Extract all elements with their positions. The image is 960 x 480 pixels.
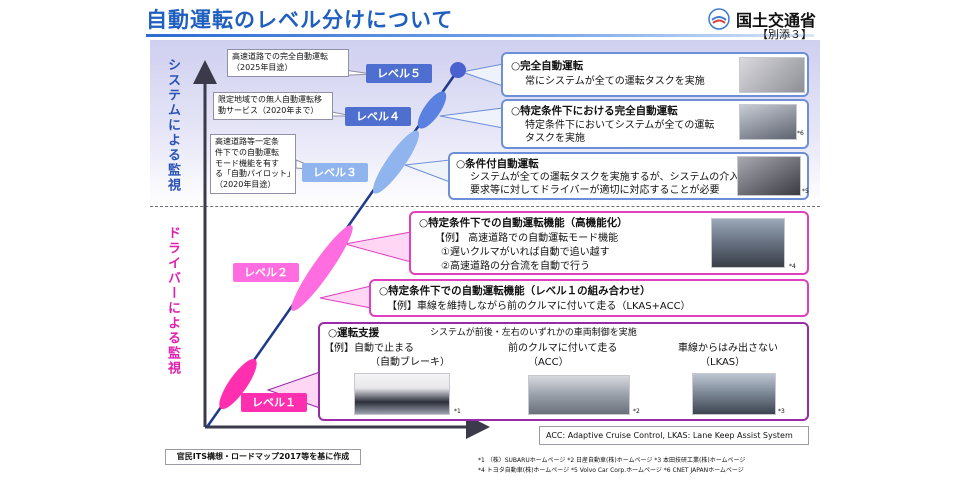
level1-combined-example: 【例】車線を維持しながら前のクルマに付いて走る（LKAS+ACC） <box>387 301 691 312</box>
level4-description: タスクを実施 <box>525 133 585 144</box>
ministry-name: 国土交通省 <box>736 11 817 30</box>
level3-footnote: *5 <box>802 188 809 195</box>
title-underline <box>146 34 814 37</box>
pointer-level4 <box>439 107 504 129</box>
level4-shape <box>417 91 447 129</box>
source-note: 官民ITS構想・ロードマップ2017等を基に作成 <box>165 449 361 465</box>
acc-photo <box>528 375 630 415</box>
pointer-level5 <box>460 63 504 87</box>
system-monitoring-label: システムによる監視 <box>165 58 180 193</box>
level5-photo <box>739 57 805 93</box>
level5-description: 常にシステムが全ての運転タスクを実施 <box>525 76 705 87</box>
level3-shape <box>372 130 420 194</box>
level1-box: ○運転支援 システムが前後・左右のいずれかの車両制御を実施 【例】自動で止まる … <box>318 322 809 421</box>
level2-shape <box>291 225 353 311</box>
lkas-footnote: *3 <box>778 408 785 415</box>
level2-example: 【例】 高速道路での自動運転モード機能 <box>435 233 619 244</box>
level1-combined-heading: ○特定条件下での自動運転機能（レベル１の組み合わせ） <box>379 285 651 297</box>
level4-badge: レベル４ <box>345 107 411 126</box>
level2-box: ○特定条件下での自動運転機能（高機能化） 【例】 高速道路での自動運転モード機能… <box>409 211 809 275</box>
callout-text: る「自動パイロット」 <box>215 169 295 179</box>
pointer-level2 <box>344 231 412 263</box>
level3-photo <box>737 156 801 196</box>
abbreviation-legend: ACC: Adaptive Cruise Control, LKAS: Lane… <box>539 426 809 445</box>
level1-example-acc: 前のクルマに付いて走る <box>508 343 618 354</box>
ministry-header: 国土交通省 <box>708 6 816 32</box>
pointer-level3 <box>404 159 451 183</box>
level4-box: ○特定条件下における完全自動運転 特定条件下においてシステムが全ての運転 タスク… <box>501 99 809 149</box>
level1-example-lkas: 車線からはみ出さない <box>678 343 778 354</box>
pointer-level1b <box>319 285 372 309</box>
brake-footnote: *1 <box>454 408 461 415</box>
ministry-logo-icon <box>708 8 730 30</box>
level5-heading: ○完全自動運転 <box>511 60 584 72</box>
level3-box: ○条件付自動運転 システムが全ての運転タスクを実施するが、システムの介入 要求等… <box>448 152 809 200</box>
level1-shape <box>219 358 257 410</box>
brake-photo <box>354 373 450 415</box>
annex-label: 【別添３】 <box>757 28 812 41</box>
level4-footnote: *6 <box>797 130 804 137</box>
page-title: 自動運転のレベル分けについて <box>146 8 454 32</box>
callout-text: 高速道路での完全自動運転 <box>232 52 328 61</box>
level4-heading: ○特定条件下における完全自動運転 <box>511 105 678 117</box>
level2-footnote: *4 <box>789 263 796 270</box>
level1-example-lkas-sub: （LKAS） <box>700 357 746 368</box>
level1-heading: ○運転支援 <box>328 327 380 339</box>
callout-text: （2020年目途） <box>215 180 276 190</box>
callout-text: （2025年目途） <box>232 62 293 72</box>
level4-photo <box>739 104 797 140</box>
acc-footnote: *2 <box>633 408 640 415</box>
level3-badge: レベル３ <box>302 163 368 182</box>
callout-text: 限定地域での無人自動運転移 <box>218 95 322 104</box>
photo-credits: *4 トヨタ自動車(株)ホームページ *5 Volvo Car Corp.ホーム… <box>478 467 744 474</box>
level3-description: システムが全ての運転タスクを実施するが、システムの介入 <box>470 172 740 183</box>
level1-badge: レベル１ <box>241 393 307 412</box>
level1-example-acc-sub: （ACC） <box>528 357 569 368</box>
level2-heading: ○特定条件下での自動運転機能（高機能化） <box>419 217 628 229</box>
level5-dot <box>450 62 466 78</box>
level5-box: ○完全自動運転 常にシステムが全ての運転タスクを実施 <box>501 52 809 97</box>
photo-credits: *1 （株）SUBARUホームページ *2 日産自動車(株)ホームページ *3 … <box>478 457 746 464</box>
level2-example: ①遅いクルマがいれば自動で追い越す <box>441 247 610 258</box>
level1-combined-box: ○特定条件下での自動運転機能（レベル１の組み合わせ） 【例】車線を維持しながら前… <box>369 279 809 317</box>
level2-badge: レベル２ <box>233 263 299 282</box>
callout-level4-target: 限定地域での無人自動運転移 動サービス（2020年まで） <box>213 92 333 120</box>
level2-photo <box>711 218 785 268</box>
callout-level3-target: 高速道路等一定条 件下での自動運転 モード機能を有す る「自動パイロット」 （2… <box>210 134 296 194</box>
level5-badge: レベル５ <box>366 64 432 83</box>
level1-example-brake: 【例】自動で止まる <box>324 343 414 354</box>
level3-heading: ○条件付自動運転 <box>456 158 539 170</box>
driver-monitoring-label: ドライバーによる監視 <box>165 226 180 376</box>
monitoring-divider <box>150 206 820 207</box>
callout-text: モード機能を有す <box>215 158 279 168</box>
level3-description: 要求等に対してドライバーが適切に対応することが必要 <box>470 185 720 196</box>
lkas-photo <box>692 373 776 415</box>
callout-text: 件下での自動運転 <box>215 147 279 157</box>
level1-description: システムが前後・左右のいずれかの車両制御を実施 <box>430 328 637 338</box>
callout-text: 動サービス（2020年まで） <box>218 105 319 115</box>
level2-example: ②高速道路の分合流を自動で行う <box>441 261 590 272</box>
callout-text: 高速道路等一定条 <box>215 137 279 146</box>
callout-level5-target: 高速道路での完全自動運転 （2025年目途） <box>227 49 349 77</box>
level1-example-brake-sub: （自動ブレーキ） <box>370 357 450 368</box>
level4-description: 特定条件下においてシステムが全ての運転 <box>525 120 715 131</box>
